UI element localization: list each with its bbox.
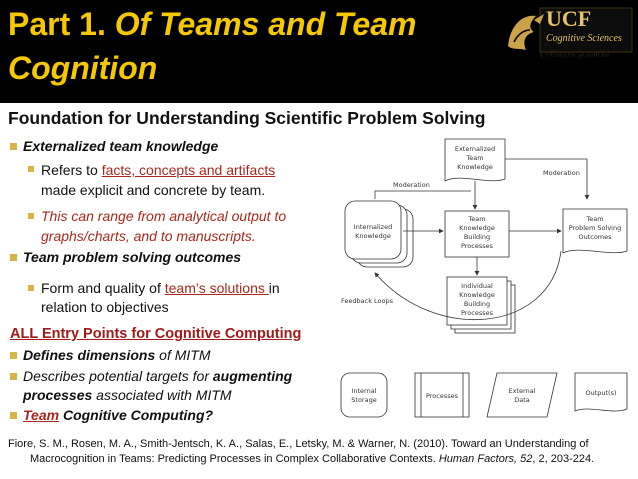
sub-bullet-facts-line2: made explicit and concrete by team. — [41, 182, 266, 198]
bullet-marker — [10, 412, 17, 419]
facts-link[interactable]: facts, concepts and artifacts — [101, 162, 276, 178]
form-pre: Form and quality of — [41, 280, 165, 296]
processes-rest: associated with MITM — [92, 387, 232, 403]
int-label-2: Knowledge — [355, 232, 391, 240]
sub-bullet-facts-pre: Refers to — [41, 162, 102, 178]
outputs-box: Output(s) — [574, 372, 628, 412]
defines-bold: Defines dimensions — [23, 347, 156, 363]
ikbp-3: Building — [464, 300, 490, 308]
out-3: Outcomes — [578, 233, 612, 241]
ikbp-2: Knowledge — [459, 291, 495, 299]
citation-l2: Macrocognition in Teams: Predicting Proc… — [8, 452, 633, 467]
sub-bullet-range-l2: graphs/charts, and to manuscripts. — [41, 228, 256, 244]
moderation-right-label: Moderation — [543, 169, 580, 177]
extdata-1: External — [509, 387, 536, 395]
outcomes-box: Team Problem Solving Outcomes — [562, 208, 628, 254]
form-post: in — [268, 280, 280, 296]
bullet-defines: Defines dimensions of MITM — [23, 346, 211, 364]
out-1: Team — [585, 215, 603, 223]
sub-bullet-facts: Refers to facts, concepts and artifacts — [41, 161, 275, 179]
tkbp-4: Processes — [461, 242, 494, 250]
bullet-externalized: Externalized team knowledge — [23, 138, 219, 154]
extdata-2: Data — [514, 396, 530, 404]
ext-label-2: Team — [465, 154, 483, 162]
processes-box: Processes — [414, 372, 470, 418]
bullet-describes-l2: processes associated with MITM — [23, 386, 232, 404]
slide-title: Part 1. Of Teams and Team Cognition — [8, 2, 478, 90]
moderation-left-label: Moderation — [393, 181, 430, 189]
bullet-marker — [10, 254, 17, 261]
logo-ucf-text: UCF — [546, 6, 592, 31]
title-line2: Cognition — [8, 50, 158, 86]
entry-points-heading[interactable]: ALL Entry Points for Cognitive Computing — [10, 326, 302, 342]
bullet-marker — [10, 352, 17, 359]
citation-l1: Fiore, S. M., Rosen, M. A., Smith-Jentsc… — [8, 438, 589, 450]
team-cognitive-rest: Cognitive Computing? — [59, 407, 214, 423]
team-link[interactable]: Team — [23, 407, 60, 423]
int-label-1: Internalized — [354, 223, 392, 231]
processes-label: Processes — [426, 392, 459, 400]
citation: Fiore, S. M., Rosen, M. A., Smith-Jentsc… — [8, 437, 633, 467]
external-data-box: External Data — [486, 372, 558, 418]
describes-bold: augmenting — [212, 368, 293, 384]
ucf-pegasus-logo-icon — [508, 7, 633, 53]
citation-journal: Human Factors, 52 — [438, 453, 533, 465]
macrocognition-diagram: Externalized Team Knowledge Moderation M… — [340, 138, 628, 418]
feedback-label: Feedback Loops — [341, 297, 394, 305]
individual-kbp-box: Individual Knowledge Building Processes — [446, 276, 516, 334]
bullet-team-cognitive: Team Cognitive Computing? — [23, 406, 213, 424]
externalized-knowledge-box: Externalized Team Knowledge — [444, 138, 506, 182]
solutions-link[interactable]: team’s solutions — [164, 280, 269, 296]
outputs-label: Output(s) — [585, 389, 616, 397]
internal-storage-box: Internal Storage — [340, 372, 388, 418]
internalized-knowledge-box: Internalized Knowledge — [344, 200, 414, 268]
ext-label-3: Knowledge — [457, 163, 493, 171]
sub-bullet-form: Form and quality of team’s solutions in — [41, 279, 280, 297]
tkbp-2: Knowledge — [459, 224, 495, 232]
ext-label-1: Externalized — [455, 145, 495, 153]
sub-bullet-marker — [28, 166, 34, 172]
title-prefix: Part 1. — [8, 6, 115, 42]
ikbp-1: Individual — [461, 282, 493, 290]
out-2: Problem Solving — [569, 224, 621, 232]
tkbp-3: Building — [464, 233, 490, 241]
bullet-outcomes: Team problem solving outcomes — [23, 249, 242, 265]
processes-bold: processes — [23, 387, 93, 403]
describes-pre: Describes potential targets for — [23, 368, 213, 384]
bullet-marker — [10, 143, 17, 150]
team-kbp-box: Team Knowledge Building Processes — [444, 210, 510, 258]
logo-reflection: Cognitive Sciences — [540, 50, 610, 60]
section-subtitle: Foundation for Understanding Scientific … — [8, 108, 486, 128]
storage-2: Storage — [351, 396, 376, 404]
logo-subtitle: Cognitive Sciences — [546, 33, 622, 44]
bullet-marker — [10, 373, 17, 380]
citation-l2-pre: Macrocognition in Teams: Predicting Proc… — [30, 453, 439, 465]
tkbp-1: Team — [467, 215, 485, 223]
sub-bullet-range-l1: This can range from analytical output to — [41, 208, 287, 224]
citation-l2-post: , 2, 203-224. — [532, 453, 595, 465]
ikbp-4: Processes — [461, 309, 494, 317]
sub-bullet-form-l2: relation to objectives — [41, 299, 169, 315]
storage-1: Internal — [351, 387, 376, 395]
defines-rest: of MITM — [155, 347, 211, 363]
sub-bullet-marker — [28, 213, 34, 219]
bullet-describes: Describes potential targets for augmenti… — [23, 367, 292, 385]
sub-bullet-marker — [28, 285, 34, 291]
title-italic: Of Teams and Team — [114, 6, 417, 42]
